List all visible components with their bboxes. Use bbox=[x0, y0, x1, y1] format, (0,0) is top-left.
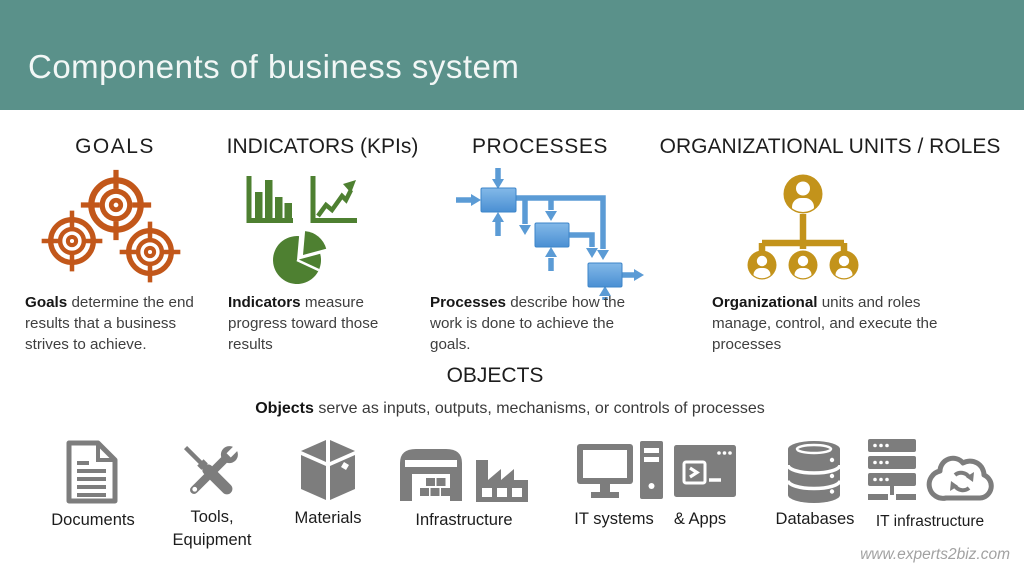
heading-processes: PROCESSES bbox=[471, 135, 609, 158]
cloud-sync-icon bbox=[926, 455, 994, 501]
org-lead: Organizational bbox=[712, 294, 818, 311]
heading-objects: OBJECTS bbox=[446, 364, 544, 387]
line-chart-icon bbox=[310, 176, 357, 223]
heading-org-units: ORGANIZATIONAL UNITS / ROLES bbox=[659, 135, 1001, 158]
label-documents: Documents bbox=[51, 511, 135, 529]
header-band: Components of business system bbox=[0, 0, 1024, 110]
server-rack-icon bbox=[868, 439, 916, 500]
factory-icon bbox=[476, 460, 528, 502]
document-icon bbox=[66, 440, 118, 504]
pie-chart-icon bbox=[273, 231, 327, 285]
page-title: Components of business system bbox=[28, 48, 520, 85]
org-chart-icon bbox=[746, 173, 862, 281]
label-materials: Materials bbox=[294, 509, 362, 527]
goals-lead: Goals bbox=[25, 294, 68, 311]
goals-description: Goals determine the end results that a b… bbox=[25, 294, 194, 353]
label-tools-equipment: Tools, Equipment bbox=[172, 508, 252, 549]
website-url: www.experts2biz.com bbox=[860, 546, 1010, 563]
targets-icon bbox=[24, 164, 194, 290]
process-flow-icon bbox=[456, 168, 644, 300]
terminal-icon bbox=[674, 445, 736, 497]
bar-chart-icon bbox=[246, 176, 293, 223]
heading-goals: GOALS bbox=[75, 135, 155, 158]
label-it-systems: IT systems bbox=[574, 510, 654, 528]
heading-indicators: INDICATORS (KPIs) bbox=[226, 135, 419, 158]
label-infrastructure: Infrastructure bbox=[415, 511, 513, 529]
label-apps: & Apps bbox=[673, 510, 727, 528]
indicators-lead: Indicators bbox=[228, 294, 301, 311]
processes-lead: Processes bbox=[430, 294, 506, 311]
warehouse-icon bbox=[400, 449, 462, 501]
computer-tower-icon bbox=[640, 441, 663, 499]
label-databases: Databases bbox=[775, 510, 855, 528]
processes-description: Processes describe how the work is done … bbox=[430, 294, 626, 353]
label-it-infrastructure: IT infrastructure bbox=[875, 513, 985, 530]
objects-lead: Objects bbox=[255, 400, 314, 417]
indicators-description: Indicators measure progress toward those… bbox=[228, 294, 379, 353]
org-description: Organizational units and roles manage, c… bbox=[712, 294, 938, 353]
database-icon bbox=[786, 441, 842, 503]
tools-icon bbox=[183, 444, 240, 495]
monitor-icon bbox=[577, 444, 633, 498]
objects-description: Objects serve as inputs, outputs, mechan… bbox=[255, 400, 765, 417]
box-icon bbox=[301, 440, 355, 500]
